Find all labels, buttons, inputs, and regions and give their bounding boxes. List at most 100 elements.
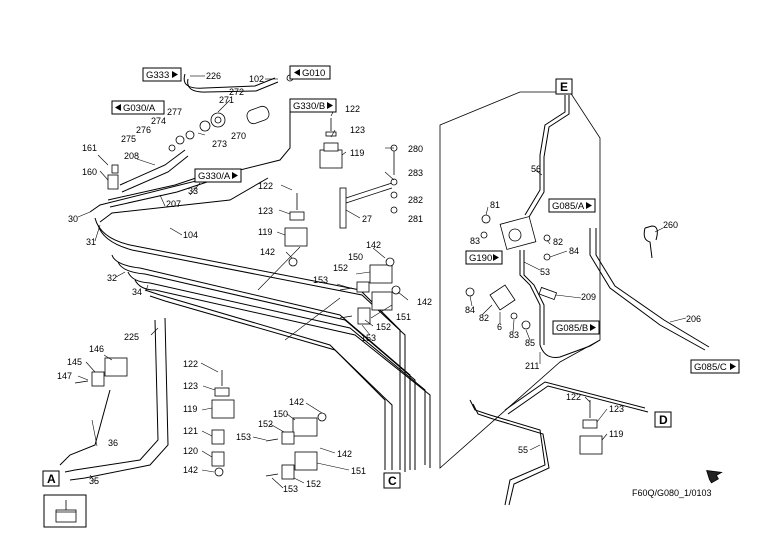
part-number: 31 bbox=[86, 237, 96, 247]
clamps-mid-right bbox=[339, 257, 401, 325]
ref-label: G330/B bbox=[293, 101, 325, 112]
part-number: 142 bbox=[260, 247, 275, 257]
part-number: 123 bbox=[258, 206, 273, 216]
part-number: 225 bbox=[124, 332, 139, 342]
part-number: 142 bbox=[183, 465, 198, 475]
part-number: 150 bbox=[273, 409, 288, 419]
part-number: 142 bbox=[366, 240, 381, 250]
part-number: 161 bbox=[82, 143, 97, 153]
part-number: 152 bbox=[258, 419, 273, 429]
part-number: 160 bbox=[82, 167, 97, 177]
part-number: 273 bbox=[212, 139, 227, 149]
ref-label: G333 bbox=[146, 70, 169, 81]
part-number: 56 bbox=[531, 164, 541, 174]
ref-label: G190 bbox=[469, 253, 492, 264]
part-number: 274 bbox=[151, 116, 166, 126]
ref-box-g085a: G085/A bbox=[548, 198, 596, 213]
part-number: 6 bbox=[497, 322, 502, 332]
part-number: 145 bbox=[67, 357, 82, 367]
ref-label: G010 bbox=[302, 68, 325, 79]
ref-label: G085/C bbox=[694, 362, 727, 373]
letter-label: A bbox=[47, 472, 56, 486]
ref-box-g190: G190 bbox=[465, 250, 503, 265]
part-number: 82 bbox=[479, 313, 489, 323]
part-number: 147 bbox=[57, 371, 72, 381]
part-number: 146 bbox=[89, 344, 104, 354]
part-number: 33 bbox=[188, 186, 198, 196]
letter-box-d: D bbox=[654, 411, 672, 428]
part-number: 34 bbox=[132, 287, 142, 297]
part-number: 35 bbox=[89, 476, 99, 486]
part-number: 151 bbox=[396, 312, 411, 322]
part-number: 120 bbox=[183, 446, 198, 456]
part-number: 153 bbox=[283, 484, 298, 494]
ref-box-g030a: G030/A bbox=[111, 100, 165, 115]
drawing-code: F60Q/G080_1/0103 bbox=[632, 488, 712, 498]
letter-box-c: C bbox=[383, 472, 401, 489]
part-number: 280 bbox=[408, 144, 423, 154]
part-number: 153 bbox=[313, 275, 328, 285]
ref-box-g085c: G085/C bbox=[690, 359, 740, 374]
part-number: 152 bbox=[333, 263, 348, 273]
ref-box-g333: G333 bbox=[142, 67, 182, 82]
ref-label: G085/B bbox=[556, 323, 588, 334]
part-number: 36 bbox=[108, 438, 118, 448]
part-number: 119 bbox=[609, 429, 623, 439]
part-number: 81 bbox=[490, 200, 500, 210]
part-number: 282 bbox=[408, 195, 423, 205]
part-number: 123 bbox=[350, 125, 365, 135]
part-number: 119 bbox=[350, 148, 364, 158]
letter-box-e: E bbox=[555, 78, 573, 95]
part-number: 82 bbox=[553, 237, 563, 247]
part-number: 55 bbox=[518, 445, 528, 455]
part-number: 142 bbox=[417, 297, 432, 307]
part-number: 208 bbox=[124, 151, 139, 161]
part-number: 122 bbox=[345, 104, 360, 114]
ref-box-g330b: G330/B bbox=[289, 98, 337, 113]
bracket-clamp-top bbox=[319, 118, 343, 169]
ref-label: G085/A bbox=[552, 201, 585, 212]
leader-lines bbox=[77, 75, 687, 489]
letter-label: C bbox=[388, 474, 397, 488]
part-number: 123 bbox=[609, 404, 624, 414]
part-number: 122 bbox=[258, 181, 273, 191]
part-number: 142 bbox=[337, 449, 352, 459]
part-number: 153 bbox=[236, 432, 251, 442]
right-section bbox=[439, 91, 723, 506]
part-number: 151 bbox=[351, 466, 366, 476]
part-number: 211 bbox=[525, 361, 539, 371]
part-number: 32 bbox=[107, 273, 117, 283]
part-number: 119 bbox=[183, 404, 197, 414]
part-number: 104 bbox=[183, 230, 198, 240]
part-numbers: 226 102 272 271 277 274 276 275 270 273 … bbox=[57, 71, 701, 494]
part-number: 152 bbox=[306, 479, 321, 489]
part-number: 84 bbox=[569, 246, 579, 256]
part-number: 102 bbox=[249, 74, 264, 84]
ref-label: G330/A bbox=[198, 171, 231, 182]
part-number: 272 bbox=[229, 87, 244, 97]
fittings-top-left bbox=[107, 74, 294, 190]
bracket-clamp-mid bbox=[284, 193, 308, 267]
part-number: 30 bbox=[68, 214, 78, 224]
part-number: 121 bbox=[183, 426, 198, 436]
part-number: 85 bbox=[525, 338, 535, 348]
clamps-lower-center bbox=[211, 370, 327, 480]
part-number: 271 bbox=[219, 95, 234, 105]
letter-label: D bbox=[659, 413, 668, 427]
part-number: 84 bbox=[465, 305, 475, 315]
ref-box-g085b: G085/B bbox=[552, 320, 600, 335]
part-number: 276 bbox=[136, 125, 151, 135]
part-number: 53 bbox=[540, 267, 550, 277]
part-number: 209 bbox=[581, 292, 596, 302]
part-number: 122 bbox=[183, 359, 198, 369]
part-number: 260 bbox=[663, 220, 678, 230]
part-number: 122 bbox=[566, 392, 581, 402]
part-number: 83 bbox=[470, 236, 480, 246]
pipe-bundle bbox=[59, 105, 431, 481]
part-number: 27 bbox=[362, 214, 372, 224]
part-number: 142 bbox=[289, 397, 304, 407]
part-number: 283 bbox=[408, 168, 423, 178]
part-number: 150 bbox=[348, 252, 363, 262]
part-number: 277 bbox=[167, 107, 182, 117]
